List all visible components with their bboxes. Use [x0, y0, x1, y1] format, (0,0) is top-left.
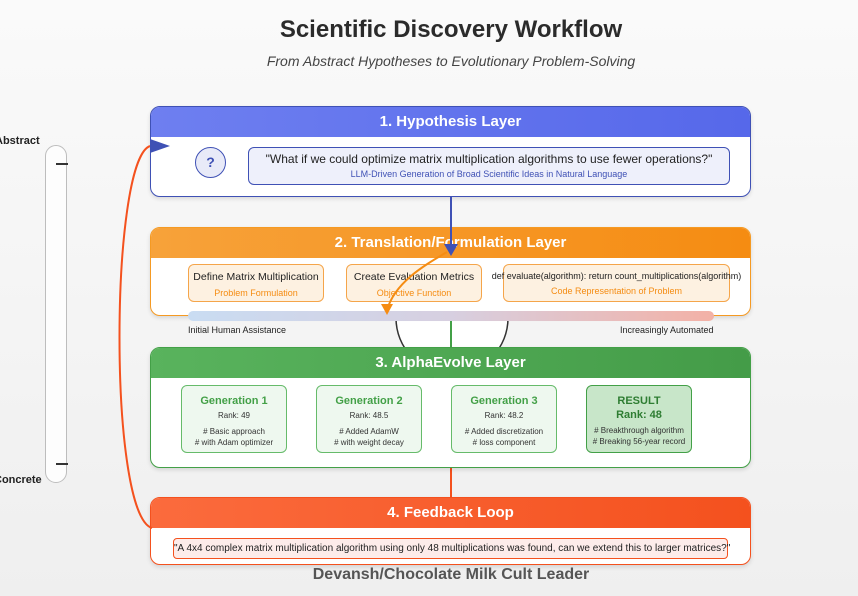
- hypothesis-caption: LLM-Driven Generation of Broad Scientifi…: [350, 169, 628, 179]
- formulation-box: Define Matrix Multiplication Problem For…: [188, 264, 324, 302]
- scale-top-tick: [56, 163, 68, 165]
- generation-1-note-2: # with Adam optimizer: [194, 438, 274, 447]
- generation-3-rank: Rank: 48.2: [484, 411, 524, 420]
- generation-1-name: Generation 1: [200, 395, 268, 407]
- result-card: RESULT Rank: 48 # Breakthrough algorithm…: [586, 385, 692, 453]
- generation-1-rank: Rank: 49: [217, 411, 251, 420]
- formulation-box-subtitle: Problem Formulation: [214, 288, 298, 298]
- generation-2-name: Generation 2: [335, 395, 403, 407]
- evaluation-metrics-box-subtitle: Objective Function: [376, 288, 452, 298]
- code-representation-box-subtitle: Code Representation of Problem: [550, 286, 683, 296]
- formulation-box-title: Define Matrix Multiplication: [193, 271, 319, 283]
- evaluation-metrics-box-title: Create Evaluation Metrics: [353, 271, 475, 283]
- generation-1-note-1: # Basic approach: [203, 427, 265, 436]
- abstraction-scale: [45, 145, 67, 483]
- generation-2-note-2: # with weight decay: [334, 438, 404, 447]
- feedback-loop-curve: [118, 145, 153, 529]
- generation-2-rank: Rank: 48.5: [349, 411, 389, 420]
- hypothesis-layer: 1. Hypothesis Layer ? "What if we could …: [150, 106, 751, 197]
- generation-3-note-1: # Added discretization: [464, 427, 544, 436]
- generation-3-card: Generation 3 Rank: 48.2 # Added discreti…: [451, 385, 557, 453]
- hypothesis-quote-box: "What if we could optimize matrix multip…: [248, 147, 730, 185]
- translation-layer-title: 2. Translation/Formulation Layer: [151, 228, 750, 258]
- hypothesis-layer-title: 1. Hypothesis Layer: [151, 107, 750, 137]
- code-representation-box: def evaluate(algorithm): return count_mu…: [492, 264, 741, 302]
- automation-gradient-bar: [188, 311, 714, 321]
- generation-2-card: Generation 2 Rank: 48.5 # Added AdamW # …: [316, 385, 422, 453]
- feedback-layer: 4. Feedback Loop "A 4x4 complex matrix m…: [150, 497, 751, 565]
- result-name: RESULT: [617, 395, 661, 407]
- question-icon: ?: [195, 147, 226, 178]
- generation-2-note-1: # Added AdamW: [339, 427, 399, 436]
- scale-bottom-label: Concrete: [0, 474, 42, 486]
- page-title: Scientific Discovery Workflow: [279, 16, 623, 43]
- gradient-right-label: Increasingly Automated: [620, 325, 714, 335]
- gradient-left-label: Initial Human Assistance: [188, 325, 287, 335]
- scale-top-label: Abstract: [0, 135, 40, 147]
- generation-1-card: Generation 1 Rank: 49 # Basic approach #…: [181, 385, 287, 453]
- alphaevolve-layer-title: 3. AlphaEvolve Layer: [151, 348, 750, 378]
- feedback-layer-title: 4. Feedback Loop: [151, 498, 750, 528]
- translation-layer: 2. Translation/Formulation Layer Define …: [150, 227, 751, 316]
- result-note-2: # Breaking 56-year record: [592, 437, 686, 446]
- hypothesis-quote: "What if we could optimize matrix multip…: [265, 152, 713, 166]
- page-subtitle: From Abstract Hypotheses to Evolutionary…: [266, 53, 636, 69]
- generation-3-note-2: # loss component: [472, 438, 536, 447]
- result-note-1: # Breakthrough algorithm: [594, 426, 684, 435]
- footer-credit: Devansh/Chocolate Milk Cult Leader: [312, 566, 590, 583]
- alphaevolve-layer: 3. AlphaEvolve Layer Generation 1 Rank: …: [150, 347, 751, 468]
- evaluation-metrics-box: Create Evaluation Metrics Objective Func…: [346, 264, 482, 302]
- scale-bottom-tick: [56, 463, 68, 465]
- generation-3-name: Generation 3: [470, 395, 538, 407]
- feedback-quote: "A 4x4 complex matrix multiplication alg…: [173, 538, 730, 559]
- code-representation-box-title: def evaluate(algorithm): return count_mu…: [491, 271, 742, 281]
- result-rank: Rank: 48: [616, 409, 662, 421]
